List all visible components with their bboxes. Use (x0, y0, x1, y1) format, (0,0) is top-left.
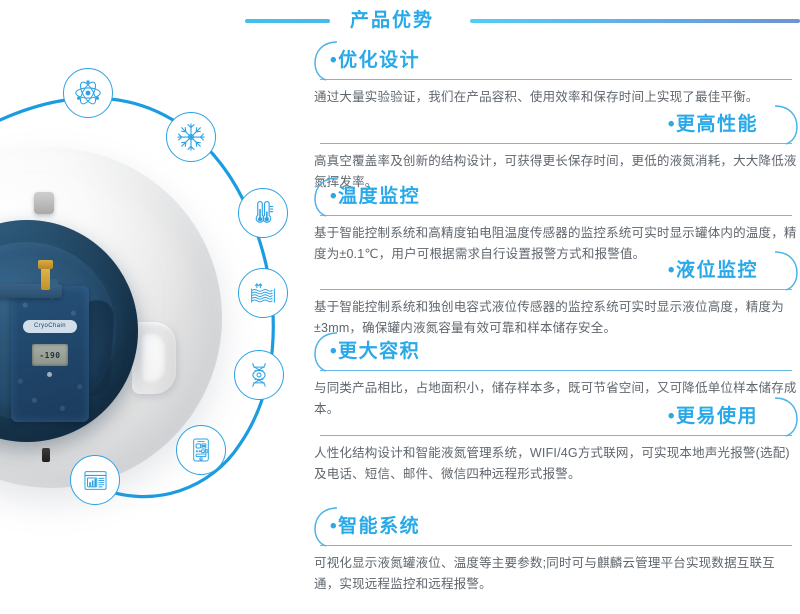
feature-item: •更高性能 高真空覆盖率及创新的结构设计，可获得更长保存时间，更低的液氮消耗，大… (312, 105, 800, 193)
tank-bottom-clip (42, 448, 50, 462)
feature-item: •温度监控 基于智能控制系统和高精度铂电阻温度传感器的监控系统可实时显示罐体内的… (312, 177, 800, 265)
mobile-app-icon (176, 425, 226, 475)
feature-item: •优化设计 通过大量实验验证，我们在产品容积、使用效率和保存时间上实现了最佳平衡… (312, 41, 800, 108)
feature-body: 通过大量实验验证，我们在产品容积、使用效率和保存时间上实现了最佳平衡。 (314, 90, 759, 104)
bracket-left-icon (312, 507, 338, 547)
header-rule-left (245, 19, 330, 23)
feature-heading: •温度监控 (312, 177, 800, 217)
feature-heading: •更高性能 (312, 105, 800, 145)
feature-heading: •智能系统 (312, 507, 800, 547)
feature-body: 可视化显示液氮罐液位、温度等主要参数;同时可与麒麟云管理平台实现数据互联互通，实… (314, 556, 775, 591)
feature-body: 与同类产品相比，占地面积小，储存样本多，既可节省空间，又可降低单位样本储存成本。 (314, 381, 797, 416)
section-header: 产品优势 (245, 8, 800, 34)
feature-underline (320, 544, 792, 546)
page-title: 产品优势 (350, 10, 435, 31)
panel-indicator-light (47, 372, 52, 377)
feature-item: •液位监控 基于智能控制系统和独创电容式液位传感器的监控系统可实时显示液位高度，… (312, 251, 800, 339)
feature-heading: •更大容积 (312, 332, 800, 372)
feature-underline (320, 78, 792, 80)
bracket-left-icon (312, 41, 338, 81)
header-rule-right (470, 19, 800, 23)
liquid-level-icon (238, 268, 288, 318)
feature-title: •更易使用 (667, 406, 758, 427)
feature-underline (320, 288, 792, 290)
bracket-right-icon (774, 397, 800, 437)
product-visual: CryoChain -190 (0, 0, 312, 614)
feature-title: •液位监控 (667, 260, 758, 281)
bracket-left-icon (312, 332, 338, 372)
feature-body: 人性化结构设计和智能液氮管理系统，WIFI/4G方式联网，可实现本地声光报警(选… (314, 446, 790, 481)
feature-heading: •优化设计 (312, 41, 800, 81)
dashboard-chart-icon (70, 455, 120, 505)
feature-heading: •液位监控 (312, 251, 800, 291)
tank-vent-fitting (34, 192, 54, 214)
panel-display-value: -190 (39, 350, 61, 360)
lid-hinge-bar (0, 279, 62, 298)
feature-heading: •更易使用 (312, 397, 800, 437)
atom-icon (63, 68, 113, 118)
cryo-tank-image: CryoChain -190 (0, 148, 242, 508)
feature-item: •更易使用 人性化结构设计和智能液氮管理系统，WIFI/4G方式联网，可实现本地… (312, 397, 800, 485)
tank-brass-fitting (38, 260, 53, 290)
feature-title: •智能系统 (330, 516, 421, 537)
tank-handle (132, 322, 176, 394)
bracket-left-icon (312, 177, 338, 217)
control-panel: CryoChain -190 (11, 286, 89, 422)
feature-underline (320, 214, 792, 216)
panel-logo: CryoChain (23, 320, 77, 333)
feature-underline (320, 434, 792, 436)
feature-title: •更高性能 (667, 114, 758, 135)
tank-lid-ring: CryoChain -190 (0, 242, 116, 422)
dna-icon (234, 350, 284, 400)
panel-logo-text: CryoChain (34, 323, 66, 329)
feature-title: •优化设计 (330, 50, 421, 71)
feature-underline (320, 142, 792, 144)
bracket-right-icon (774, 251, 800, 291)
features-column: 产品优势 •优化设计 通过大量实验验证，我们在产品容积、使用效率和保存时间上实现… (245, 0, 800, 614)
feature-item: •智能系统 可视化显示液氮罐液位、温度等主要参数;同时可与麒麟云管理平台实现数据… (312, 507, 800, 595)
feature-title: •温度监控 (330, 186, 421, 207)
feature-underline (320, 369, 792, 371)
panel-display: -190 (32, 344, 68, 366)
feature-body: 基于智能控制系统和独创电容式液位传感器的监控系统可实时显示液位高度，精度为±3m… (314, 300, 784, 335)
feature-item: •更大容积 与同类产品相比，占地面积小，储存样本多，既可节省空间，又可降低单位样… (312, 332, 800, 420)
feature-body: 基于智能控制系统和高精度铂电阻温度传感器的监控系统可实时显示罐体内的温度，精度为… (314, 226, 797, 261)
bracket-right-icon (774, 105, 800, 145)
snowflake-icon (166, 112, 216, 162)
thermometer-icon (238, 188, 288, 238)
feature-title: •更大容积 (330, 341, 421, 362)
